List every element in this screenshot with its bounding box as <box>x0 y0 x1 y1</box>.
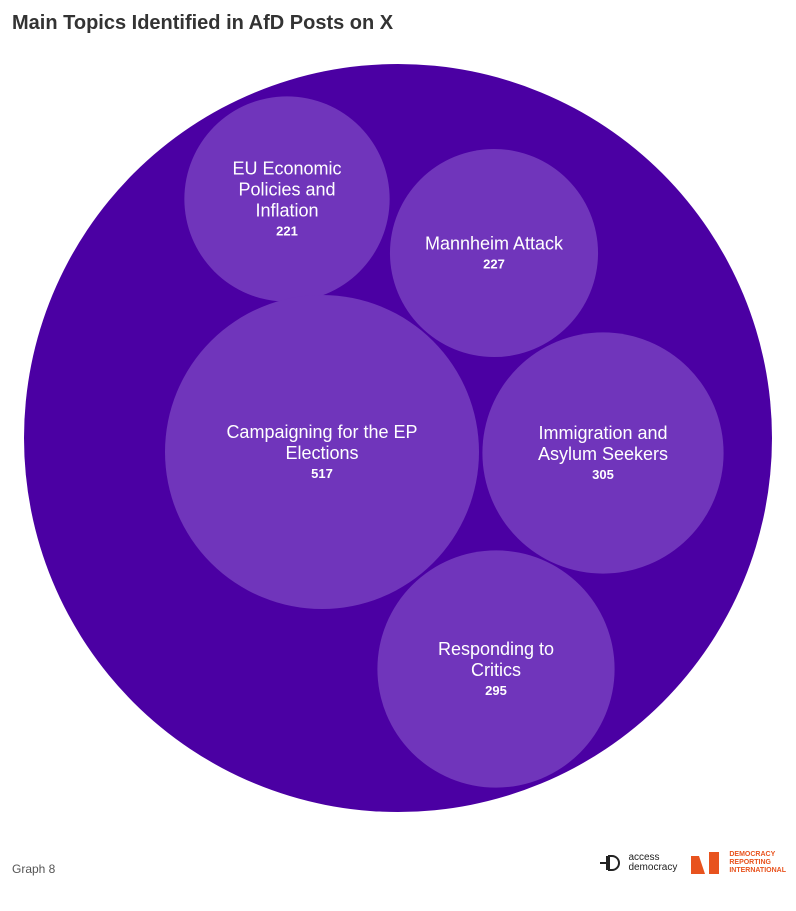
chart-title: Main Topics Identified in AfD Posts on X <box>12 12 394 34</box>
logo-bar: access democracy DEMOCRACY REPORTING INT… <box>598 850 786 876</box>
bubble-circle[interactable] <box>389 148 599 358</box>
bubble-value: 221 <box>276 224 298 239</box>
dri-logo: DEMOCRACY REPORTING INTERNATIONAL <box>689 850 786 876</box>
bubble-value: 227 <box>483 257 505 272</box>
dri-line1: DEMOCRACY <box>729 851 776 858</box>
bubble-value: 517 <box>311 466 333 481</box>
bubble-circle[interactable] <box>482 332 724 574</box>
dri-icon <box>691 852 720 874</box>
dri-line3: INTERNATIONAL <box>729 867 786 874</box>
bubble-value: 305 <box>592 467 614 482</box>
graph-number: Graph 8 <box>12 862 56 876</box>
bubble-label: Asylum Seekers <box>538 444 668 464</box>
bubble-label: Responding to <box>438 639 554 659</box>
bubble-label: Elections <box>285 443 358 463</box>
bubble-label: Campaigning for the EP <box>226 422 417 442</box>
bubble-label: Critics <box>471 660 521 680</box>
access-democracy-logo: access democracy <box>598 853 677 873</box>
bubble-label: Immigration and <box>538 423 667 443</box>
bubble-circle[interactable] <box>377 550 615 788</box>
access-democracy-icon <box>600 855 621 871</box>
bubble-value: 295 <box>485 683 507 698</box>
bubble-circle[interactable] <box>165 295 479 609</box>
dri-line2: REPORTING <box>729 859 771 866</box>
access-democracy-line1: access <box>628 852 660 863</box>
bubble-label: Policies and <box>238 180 335 200</box>
bubble-circle[interactable] <box>184 96 390 302</box>
bubble-label: EU Economic <box>232 159 341 179</box>
bubble-label: Inflation <box>255 201 318 221</box>
bubble-mannheim-attack[interactable]: Mannheim Attack 227 <box>389 148 599 358</box>
bubble-label: Mannheim Attack <box>425 234 564 254</box>
access-democracy-line2: democracy <box>628 862 678 873</box>
